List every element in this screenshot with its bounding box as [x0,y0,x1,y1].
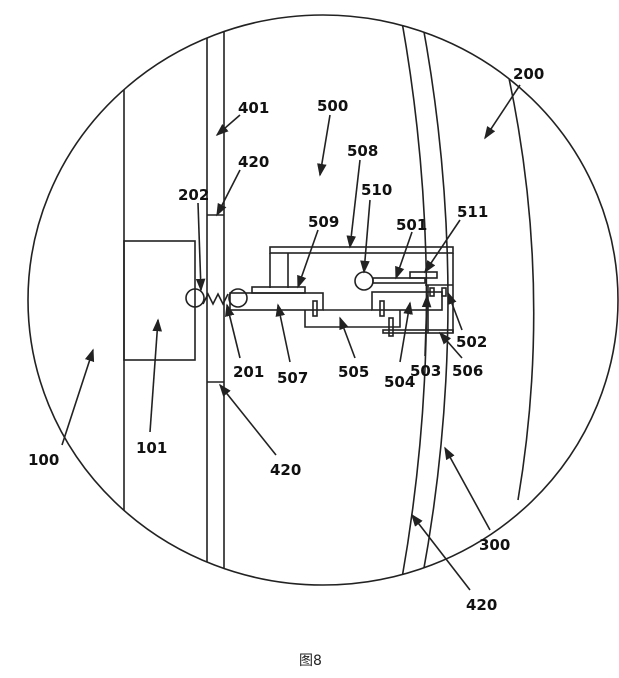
label-508: 508 [347,142,378,160]
label-200: 200 [513,65,544,83]
label-100: 100 [28,451,59,469]
label-401: 401 [238,99,269,117]
label-506: 506 [452,362,483,380]
label-501: 501 [396,216,427,234]
label-300: 300 [479,536,510,554]
label-420-bottom: 420 [466,596,497,614]
leader-lines [61,84,521,591]
label-201: 201 [233,363,264,381]
reference-numerals: 401 500 200 420 508 510 501 511 509 202 … [28,65,544,614]
label-502: 502 [456,333,487,351]
mechanism-500 [185,246,454,337]
label-507: 507 [277,369,308,387]
box-101 [123,240,196,361]
label-505: 505 [338,363,369,381]
label-504: 504 [384,373,415,391]
label-510: 510 [361,181,392,199]
label-500: 500 [317,97,348,115]
label-202: 202 [178,186,209,204]
label-503: 503 [410,362,441,380]
label-420-mid: 420 [270,461,301,479]
label-511: 511 [457,203,488,221]
label-101: 101 [136,439,167,457]
label-420-top: 420 [238,153,269,171]
figure-caption: 图8 [299,653,322,669]
detail-circle [27,14,619,586]
label-509: 509 [308,213,339,231]
